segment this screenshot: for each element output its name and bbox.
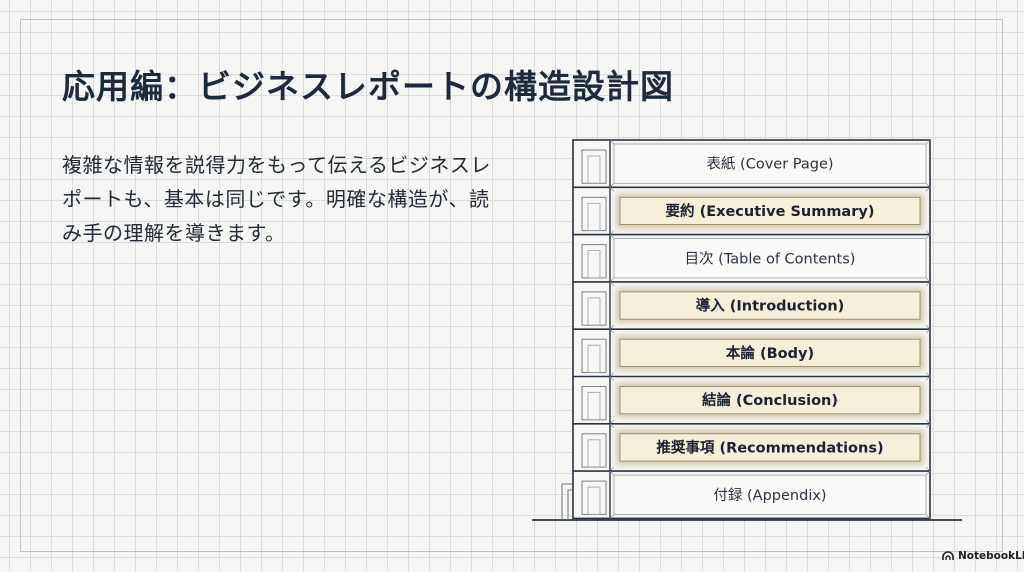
- floor-window-inner: [587, 439, 601, 468]
- floor-label: 導入 (Introduction): [696, 297, 845, 315]
- floor-panel: [619, 291, 921, 320]
- floor-label: 要約 (Executive Summary): [666, 202, 875, 220]
- floor-bevel: [609, 328, 615, 334]
- floor-bevel: [925, 187, 931, 192]
- floor-bevel: [925, 423, 931, 429]
- floor-panel: [613, 143, 927, 184]
- floor-window-inner: [587, 344, 601, 373]
- floor-label: 付録 (Appendix): [713, 487, 826, 504]
- notebooklm-logo-icon: [942, 551, 954, 560]
- brand-name: NotebookLM: [958, 550, 1024, 562]
- floor-bevel: [925, 281, 931, 287]
- floor-panel: [619, 196, 921, 226]
- floor-1: 表紙 (Cover Page): [581, 139, 931, 188]
- floor-label: 推奨事項 (Recommendations): [656, 438, 883, 456]
- floor-bevel: [609, 423, 615, 429]
- floor-6: 結論 (Conclusion): [573, 375, 931, 425]
- floor-label: 本論 (Body): [726, 344, 814, 362]
- floor-panel: [613, 238, 927, 279]
- floor-label: 表紙 (Cover Page): [706, 156, 833, 173]
- floor-label: 結論 (Conclusion): [702, 391, 838, 409]
- floor-bevel: [609, 376, 615, 381]
- floor-bevel: [609, 187, 615, 192]
- floor-2: 要約 (Executive Summary): [573, 186, 931, 235]
- slide-frame: [20, 19, 1003, 552]
- slide-body-text: 複雑な情報を説得力をもって伝えるビジネスレポートも、基本は同じです。明確な構造が…: [62, 153, 491, 245]
- floor-label: 目次 (Table of Contents): [685, 250, 856, 267]
- floor-5: 本論 (Body): [573, 328, 931, 377]
- floors: 表紙 (Cover Page) 要約 (Executive Summary) 目次 …: [572, 139, 931, 520]
- floor-window-inner: [587, 155, 601, 184]
- floor-panel: [619, 433, 921, 462]
- floor-bevel: [925, 514, 931, 519]
- floor-bevel: [609, 514, 615, 519]
- brand-badge: NotebookLM: [942, 550, 1024, 562]
- floor-bevel: [925, 139, 931, 145]
- floor-bevel: [609, 234, 615, 239]
- slide-title: 応用編：ビジネスレポートの構造設計図: [62, 67, 674, 106]
- floor-7: 推奨事項 (Recommendations): [573, 422, 931, 472]
- floor-window-inner: [587, 250, 601, 279]
- floor-window-inner: [587, 392, 601, 421]
- floor-8: 付録 (Appendix): [573, 470, 931, 519]
- floor-window-inner: [587, 486, 601, 515]
- floor-bevel: [609, 281, 615, 287]
- floor-4: 導入 (Introduction): [573, 281, 931, 330]
- floor-bevel: [925, 470, 931, 476]
- floor-panel: [613, 474, 927, 515]
- floor-bevel: [609, 470, 615, 476]
- floor-3: 目次 (Table of Contents): [573, 233, 931, 283]
- floor-panel: [619, 338, 921, 367]
- floor-bevel: [925, 234, 931, 239]
- floor-bevel: [925, 328, 931, 334]
- floor-window-inner: [587, 202, 601, 232]
- floor-bevel: [925, 376, 931, 381]
- floor-bevel: [609, 139, 615, 145]
- floor-panel: [619, 386, 921, 415]
- floor-window-inner: [587, 297, 601, 326]
